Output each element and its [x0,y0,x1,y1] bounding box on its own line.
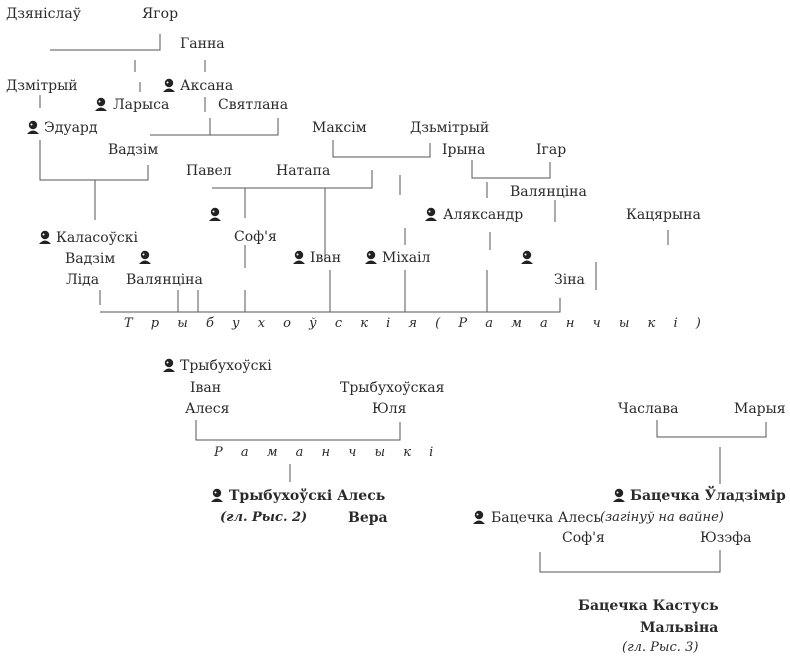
bracket-iryna-ihar [471,160,551,179]
bracket-dzianislau-yahor [50,34,161,51]
person-batsechka-kastus: Бацечка Кастусь [578,598,719,614]
person-maksim: Максім [312,120,367,136]
person-maryia: Марыя [734,401,786,417]
person-hanna: Ганна [180,36,225,52]
person-valiantsina-2: Валянціна [126,272,203,288]
bracket-ivan-yulia [195,420,401,441]
person-batsechka-ales: Бацечка Алесь [491,510,601,526]
bust-portrait-icon [520,250,535,264]
bracket-batsechka [539,550,721,573]
person-aliaksandr: Аляксандр [443,207,524,223]
bust-portrait-icon [424,207,439,221]
person-trybukhouski-1: Трыбухоўскі [180,358,272,374]
line-eduard-down [39,140,149,181]
person-vera: Вера [348,510,388,526]
person-yuzefa: Юзэфа [700,530,752,546]
person-eduard: Эдуард [44,120,98,136]
person-malvina: Мальвіна [640,620,719,636]
family-label-ramanchyki: Р а м а н ч ы к і [214,445,441,460]
person-sofia-2: Соф'я [562,530,605,546]
bust-portrait-icon [138,250,153,264]
reference-fig-3: (гл. Рыс. 3) [622,640,699,655]
bust-portrait-icon [364,250,379,264]
person-vadzim-2: Вадзім [65,251,116,267]
person-ivan-1: Іван [310,250,342,266]
person-dzmitryi-2: Дзьмітрый [410,120,490,136]
bracket-pavel-natalia [212,170,373,189]
bracket-chaslava-maryia [656,420,767,438]
person-ivan-2: Іван [190,380,222,396]
person-zina: Зіна [554,272,585,288]
person-chaslava: Часлава [618,401,679,417]
bust-portrait-icon [292,250,307,264]
person-natalia: Натапа [276,163,331,179]
person-vadzim-1: Вадзім [108,142,159,158]
person-valiantsina-1: Валянціна [510,184,587,200]
person-dzianislau: Дзяніслаў [6,6,81,22]
person-ihar: Ігар [536,142,567,158]
person-alesia: Алеся [185,401,230,417]
person-yulia: Юля [372,401,407,417]
person-mikhail: Міхаіл [382,250,431,266]
person-katsiaryna: Кацярына [626,207,701,223]
bust-portrait-icon [210,488,225,502]
person-trybukhouskaia: Трыбухоўская [340,380,445,396]
bracket-larysa-sviatlana [150,118,279,136]
bust-portrait-icon [472,510,487,524]
bust-portrait-icon [612,488,627,502]
bust-portrait-icon [162,78,177,92]
person-batsechka-uladzimir: Бацечка Ўладзімір [630,488,786,504]
person-sviatlana: Святлана [218,97,289,113]
note-zahinuu: (загінуў на вайне) [600,510,724,525]
bracket-maksim-dzmitryi [332,140,431,158]
bust-portrait-icon [38,230,53,244]
person-sofia-1: Соф'я [234,229,277,245]
person-lida: Ліда [66,272,100,288]
family-bar-trybukhouski [100,298,561,313]
bust-portrait-icon [26,120,41,134]
reference-fig-2: (гл. Рыс. 2) [220,510,308,525]
person-aksana: Аксана [180,78,234,94]
person-iryna: Ірына [442,142,486,158]
family-label-trybukhouski-ramanchyki: Т р ы б у х о ў с к і я ( Р а м а н ч ы … [124,316,708,331]
person-larysa: Ларыса [113,97,170,113]
person-kalasouski: Каласоўскі [56,230,138,246]
person-pavel: Павел [186,163,232,179]
person-trybukhouski-ales: Трыбухоўскі Алесь [229,488,386,504]
person-yahor: Ягор [142,6,179,22]
bust-portrait-icon [94,97,109,111]
bust-portrait-icon [208,207,223,221]
bust-portrait-icon [162,358,177,372]
person-dzmitryi-1: Дзмітрый [6,78,78,94]
